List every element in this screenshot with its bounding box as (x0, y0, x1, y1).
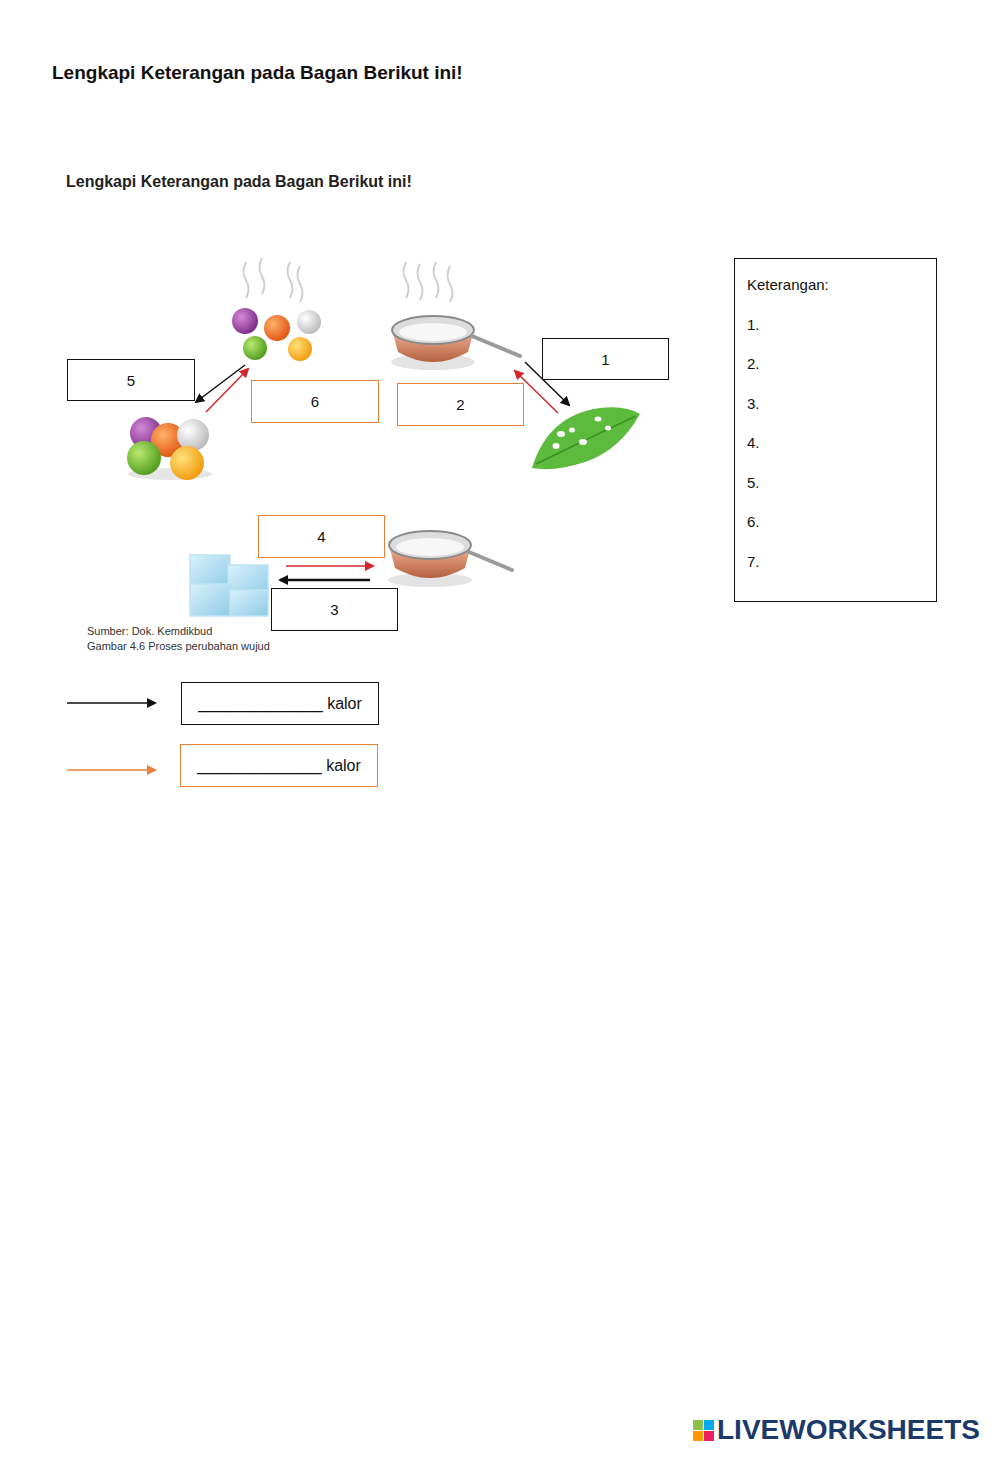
answer-box: 5 (67, 359, 195, 401)
keterangan-box: Keterangan:1.2.3.4.5.6.7. (734, 258, 937, 602)
list-number: 3. (747, 394, 924, 434)
answer-box: 6 (251, 380, 379, 423)
callout-number: 4 (317, 528, 325, 545)
figure-caption: Gambar 4.6 Proses perubahan wujud (87, 640, 270, 652)
answer-box: 2 (397, 383, 524, 426)
callout-number: 3 (330, 601, 338, 618)
callout-number: 2 (456, 396, 464, 413)
legend-box: ______________ kalor (181, 682, 379, 725)
panel-heading: Keterangan: (747, 275, 924, 315)
legend-box: ______________ kalor (180, 744, 378, 787)
answer-box: 3 (271, 588, 398, 631)
callout-number: 6 (311, 393, 319, 410)
answer-box: 4 (258, 515, 385, 558)
callout-number: 5 (127, 372, 135, 389)
list-number: 4. (747, 433, 924, 473)
answer-box: 1 (542, 338, 669, 380)
list-number: 6. (747, 512, 924, 552)
inner-title: Lengkapi Keterangan pada Bagan Berikut i… (66, 173, 412, 191)
list-number: 1. (747, 315, 924, 355)
callout-number: 1 (601, 351, 609, 368)
legend-text: ______________ kalor (197, 757, 361, 775)
list-number: 7. (747, 552, 924, 592)
watermark: LIVEWORKSHEETS (717, 1414, 980, 1446)
source-note: Sumber: Dok. Kemdikbud (87, 625, 212, 637)
legend-text: ______________ kalor (198, 695, 362, 713)
list-number: 5. (747, 473, 924, 513)
list-number: 2. (747, 354, 924, 394)
page-title: Lengkapi Keterangan pada Bagan Berikut i… (52, 62, 463, 84)
